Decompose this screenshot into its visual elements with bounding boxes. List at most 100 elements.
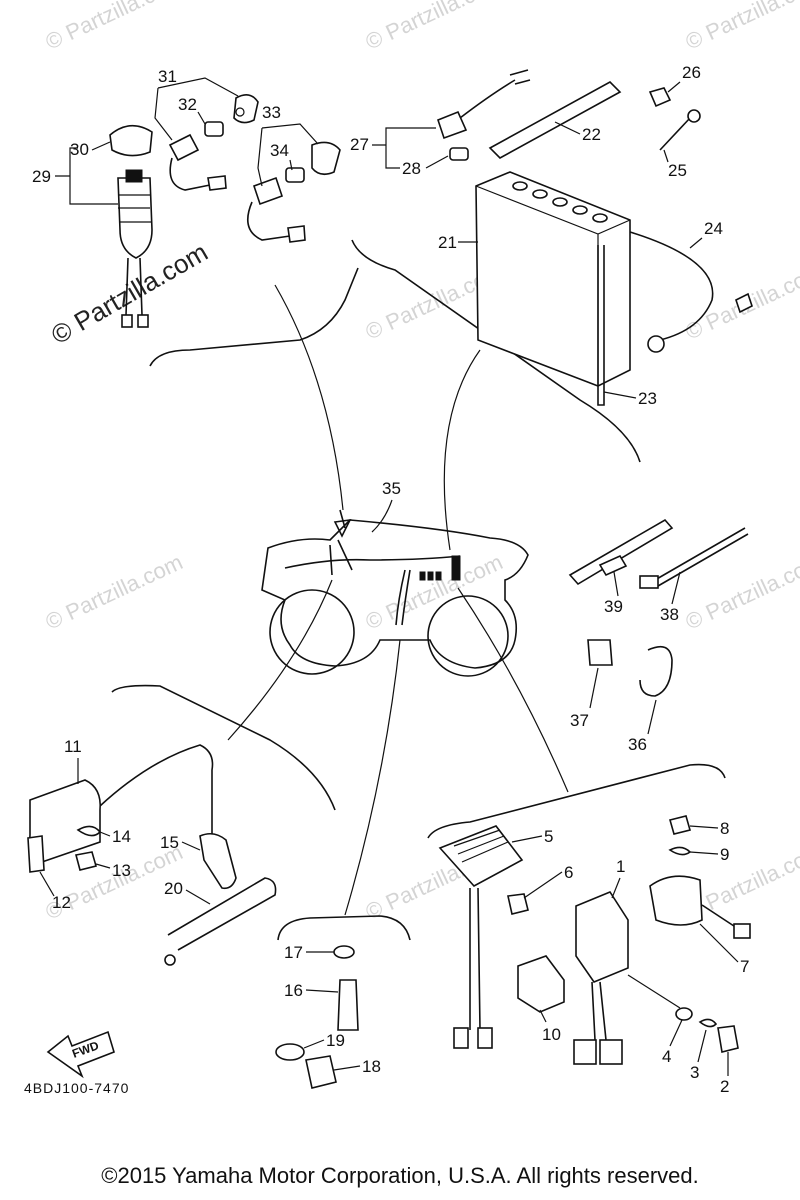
label-26: 26 xyxy=(682,63,701,82)
label-29: 29 xyxy=(32,167,51,186)
part-22-battery-band xyxy=(488,81,622,159)
leader-line xyxy=(627,974,681,1009)
part-31-plug-cap xyxy=(168,94,259,191)
label-5: 5 xyxy=(544,827,553,846)
label-23: 23 xyxy=(638,389,657,408)
part-33-plug-cap xyxy=(246,141,341,243)
watermark: © Partzilla.com xyxy=(362,549,507,634)
leader-line xyxy=(344,639,401,916)
part-36-clamp xyxy=(639,645,673,697)
label-7: 7 xyxy=(740,957,749,976)
label-21: 21 xyxy=(438,233,457,252)
label-2: 2 xyxy=(720,1077,729,1096)
label-18: 18 xyxy=(362,1057,381,1076)
part-18-bolt xyxy=(305,1055,337,1089)
part-23-breather-hose xyxy=(597,245,605,406)
leader-line xyxy=(227,579,333,741)
label-34: 34 xyxy=(270,141,289,160)
watermark: © Partzilla.com xyxy=(682,0,800,55)
part-16-spark-plug xyxy=(337,979,359,1031)
part-20-lead xyxy=(164,877,277,966)
label-33: 33 xyxy=(262,103,281,122)
part-8-nut xyxy=(669,815,691,835)
part-5-rectifier-regulator xyxy=(438,825,524,1049)
part-21-battery xyxy=(475,171,631,387)
label-14: 14 xyxy=(112,827,131,846)
label-15: 15 xyxy=(160,833,179,852)
part-6-bolt xyxy=(507,893,529,915)
watermarks: © Partzilla.com © Partzilla.com © Partzi… xyxy=(42,0,800,925)
group-brace-top-right xyxy=(351,239,641,463)
label-16: 16 xyxy=(284,981,303,1000)
label-36: 36 xyxy=(628,735,647,754)
label-31: 31 xyxy=(158,67,177,86)
label-10: 10 xyxy=(542,1025,561,1044)
part-39-band xyxy=(568,518,674,586)
label-25: 25 xyxy=(668,161,687,180)
label-35: 35 xyxy=(382,479,401,498)
label-20: 20 xyxy=(164,879,183,898)
label-17: 17 xyxy=(284,943,303,962)
part-17-washer xyxy=(333,945,355,959)
part-24-terminal xyxy=(735,292,753,314)
label-37: 37 xyxy=(570,711,589,730)
fwd-arrow-icon: FWD xyxy=(46,1030,115,1079)
part-26-bolt xyxy=(648,87,672,108)
watermark: © Partzilla.com xyxy=(42,0,187,55)
label-22: 22 xyxy=(582,125,601,144)
part-37-clamp xyxy=(587,639,613,666)
atv-silhouette xyxy=(261,509,529,677)
label-30: 30 xyxy=(70,140,89,159)
part-4-washer xyxy=(675,1007,693,1021)
watermark: © Partzilla.com xyxy=(42,549,187,634)
label-39: 39 xyxy=(604,597,623,616)
part-25-positive-lead xyxy=(659,109,701,151)
label-38: 38 xyxy=(660,605,679,624)
part-7-starter-relay xyxy=(649,875,751,939)
label-6: 6 xyxy=(564,863,573,882)
part-38-cable-tie xyxy=(639,527,749,589)
part-13-nut xyxy=(75,851,97,871)
part-15-plug-cap xyxy=(199,832,237,890)
part-27-fuse-holder xyxy=(437,69,531,140)
copyright-footer: ©2015 Yamaha Motor Corporation, U.S.A. A… xyxy=(101,1163,699,1188)
label-8: 8 xyxy=(720,819,729,838)
label-24: 24 xyxy=(704,219,723,238)
part-11-ignition-coil xyxy=(28,744,214,863)
group-brace-bottom-mid xyxy=(277,915,411,941)
part-24-negative-lead xyxy=(629,231,714,353)
part-12-bolt xyxy=(27,835,45,873)
group-brace-top-left xyxy=(149,267,359,367)
label-13: 13 xyxy=(112,861,131,880)
watermark: © Partzilla.com xyxy=(362,0,507,55)
part-10-relay xyxy=(517,955,565,1013)
label-3: 3 xyxy=(690,1063,699,1082)
part-labels: 31 32 30 29 33 34 26 22 25 27 28 21 24 2… xyxy=(32,63,749,1096)
part-9-washer xyxy=(668,846,692,856)
group-brace-lower-right xyxy=(427,763,726,839)
part-19-gasket xyxy=(275,1043,305,1061)
label-19: 19 xyxy=(326,1031,345,1050)
label-4: 4 xyxy=(662,1047,671,1066)
label-11: 11 xyxy=(64,737,82,756)
part-3-washer xyxy=(698,1018,718,1028)
part-30-knob xyxy=(109,124,153,157)
label-12: 12 xyxy=(52,893,71,912)
label-9: 9 xyxy=(720,845,729,864)
part-2-bolt xyxy=(717,1025,739,1053)
leader-line xyxy=(457,587,569,793)
diagram-code: 4BDJ100-7470 xyxy=(24,1080,130,1096)
label-32: 32 xyxy=(178,95,197,114)
label-1: 1 xyxy=(616,857,625,876)
part-1-cdi-unit xyxy=(573,891,629,1065)
label-28: 28 xyxy=(402,159,421,178)
part-29-switch xyxy=(117,169,153,328)
leader-line xyxy=(443,349,481,551)
part-34-seal xyxy=(285,167,305,183)
part-28-fuse xyxy=(449,147,469,161)
leader-line xyxy=(274,284,344,511)
group-brace-lower-left xyxy=(111,684,336,811)
label-27: 27 xyxy=(350,135,369,154)
part-32-seal xyxy=(204,121,224,137)
